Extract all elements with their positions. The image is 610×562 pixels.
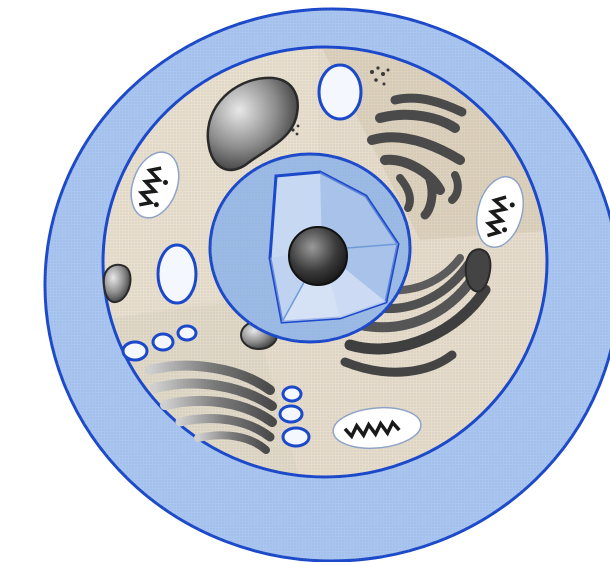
golgi-vesicle-icon bbox=[466, 249, 491, 291]
vacuole-icon bbox=[158, 245, 196, 303]
nucleolus-icon bbox=[289, 227, 347, 285]
vacuole-icon bbox=[319, 65, 361, 119]
